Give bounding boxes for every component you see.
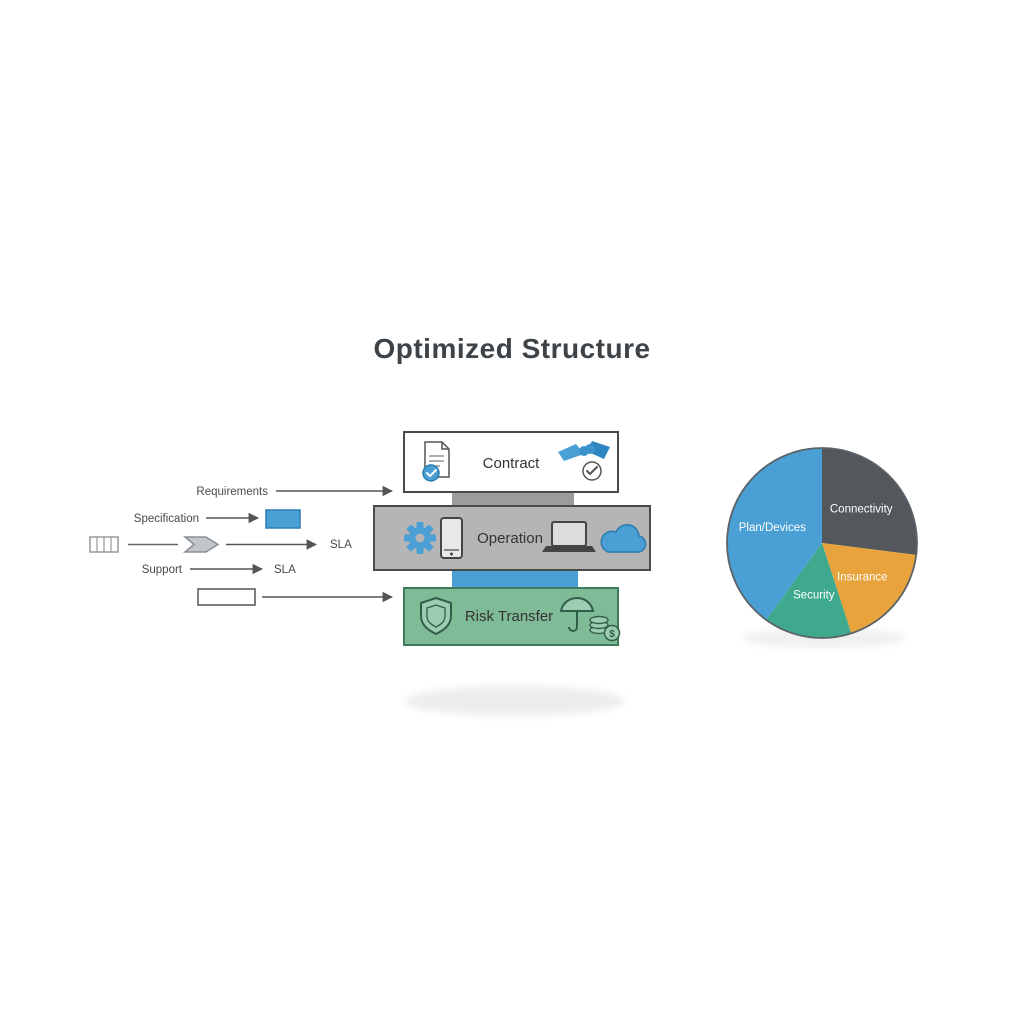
cloud-icon <box>600 524 647 553</box>
gear-icon <box>404 522 436 554</box>
queue-icon <box>89 536 119 553</box>
risk-transfer-box: Risk Transfer $ <box>403 587 621 646</box>
shield-icon <box>420 596 452 636</box>
stack-shadow <box>405 686 625 716</box>
operation-label: Operation <box>477 530 543 547</box>
specification-block <box>265 509 301 529</box>
umbrella-icon <box>559 596 595 632</box>
pie-label-insurance: Insurance <box>837 571 888 583</box>
sla-label: SLA <box>330 539 352 551</box>
pie-label-connectivity: Connectivity <box>830 503 893 515</box>
pie-slice-insurance <box>822 543 917 634</box>
document-check-icon <box>422 441 450 482</box>
support-label: Support <box>142 564 183 576</box>
risk-transfer-label: Risk Transfer <box>465 608 553 625</box>
pie-slices <box>727 448 918 638</box>
pie-outline <box>726 447 918 639</box>
operation-box: Operation <box>373 505 651 571</box>
pie-label-security: Security <box>793 590 835 602</box>
coins-icon: $ <box>589 615 621 642</box>
block-arrow-icon <box>182 536 220 553</box>
pie-slice-connectivity <box>822 448 918 555</box>
laptop-icon <box>542 521 596 552</box>
input-flow: Requirements Specification SLA Support S… <box>89 485 394 606</box>
dollar-symbol: $ <box>609 629 615 640</box>
pie-slice-plan-devices <box>727 448 822 620</box>
contract-label: Contract <box>483 455 541 472</box>
page-title: Optimized Structure <box>373 333 650 364</box>
empty-block <box>197 588 256 606</box>
requirements-label: Requirements <box>196 486 268 498</box>
handshake-icon <box>558 441 610 481</box>
phone-icon <box>440 517 463 559</box>
pie-label-plan-devices: Plan/Devices <box>739 522 806 534</box>
contract-box: Contract <box>403 431 619 493</box>
pie-slice-security <box>766 543 852 638</box>
support-sla-label: SLA <box>274 564 296 576</box>
specification-label: Specification <box>134 513 199 525</box>
structure-stack: Contract <box>373 431 651 646</box>
